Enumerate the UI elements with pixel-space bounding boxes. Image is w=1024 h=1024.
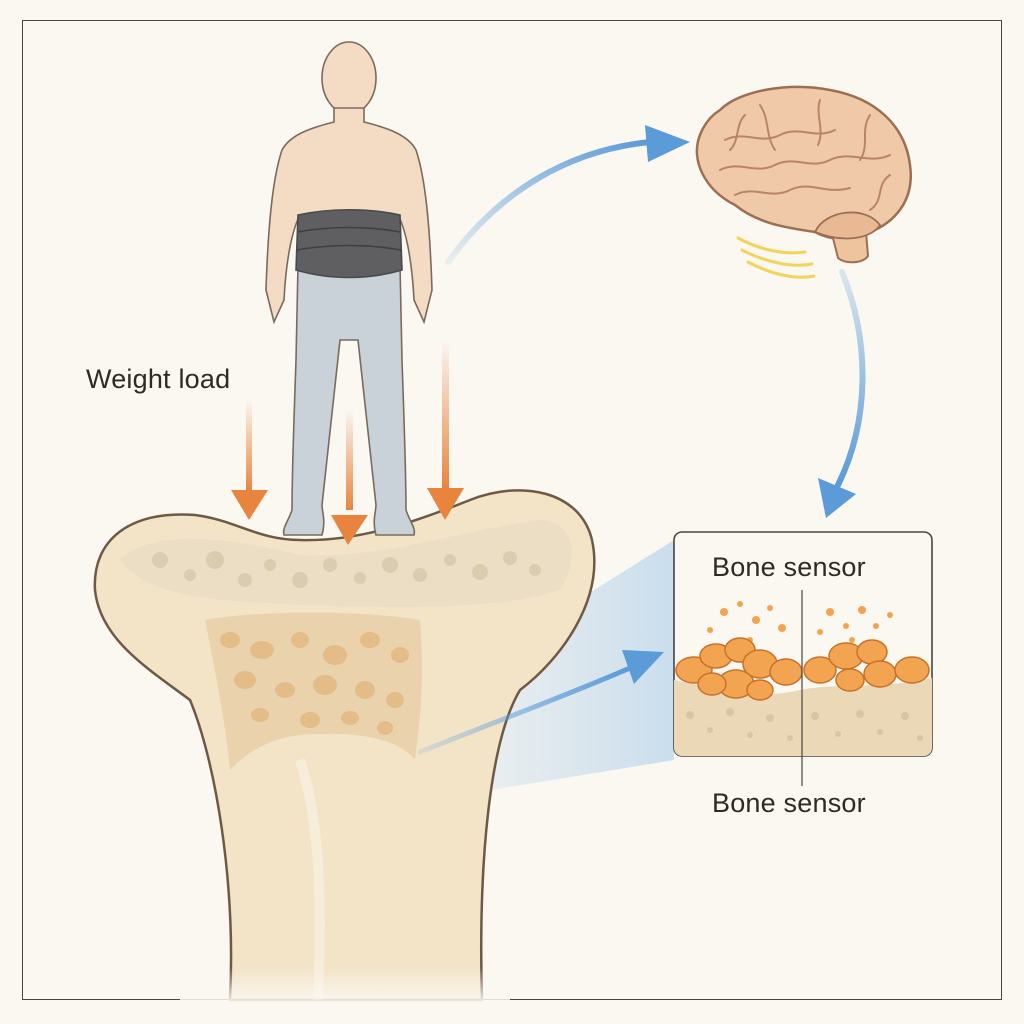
brain-icon xyxy=(695,85,913,279)
weight-load-label: Weight load xyxy=(86,364,231,394)
femur-bone-icon xyxy=(93,489,596,1005)
bone-sensor-label-top: Bone sensor xyxy=(712,552,866,582)
standing-person-icon xyxy=(265,41,433,536)
brain-signal-waves xyxy=(736,236,816,279)
bone-sensor-label-bottom: Bone sensor xyxy=(712,788,866,818)
diagram-frame xyxy=(22,20,1002,1000)
signal-arrows xyxy=(417,125,866,755)
weight-load-arrows xyxy=(231,340,464,545)
bone-cells-inset xyxy=(673,531,933,786)
